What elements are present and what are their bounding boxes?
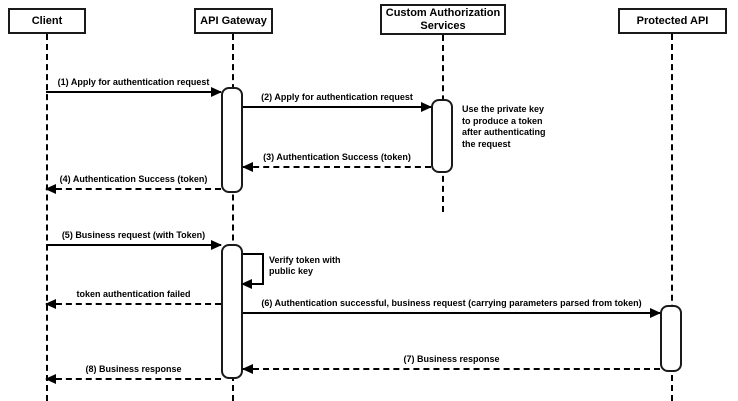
message-6-auth-successful: (6) Authentication successful, business …	[243, 298, 661, 318]
message-3-auth-success: (3) Authentication Success (token)	[242, 152, 431, 172]
lifeline-api-gateway	[232, 34, 234, 401]
lifeline-protected-api	[671, 34, 673, 401]
arrowhead-left-icon	[45, 184, 56, 194]
actor-label-custom-auth: Custom Authorization Services	[385, 6, 501, 32]
message-6-line	[243, 312, 660, 314]
self-message-verify-token-loop	[241, 253, 264, 289]
actor-label-protected-api: Protected API	[636, 14, 709, 27]
message-4-line	[46, 188, 221, 190]
arrowhead-right-icon	[421, 102, 432, 112]
message-7-label: (7) Business response	[403, 354, 500, 364]
message-5-label: (5) Business request (with Token)	[61, 230, 206, 240]
actor-box-api-gateway: API Gateway	[194, 8, 273, 34]
message-2-label: (2) Apply for authentication request	[261, 92, 413, 102]
actor-label-client: Client	[31, 14, 63, 27]
message-2-apply-auth: (2) Apply for authentication request	[243, 92, 432, 112]
arrowhead-left-icon	[241, 279, 252, 289]
actor-label-api-gateway: API Gateway	[200, 14, 267, 27]
message-token-auth-failed: token authentication failed	[45, 289, 221, 309]
message-token-auth-failed-line	[46, 303, 221, 305]
message-1-label: (1) Apply for authentication request	[57, 77, 210, 87]
message-4-auth-success: (4) Authentication Success (token)	[45, 174, 221, 194]
message-3-line	[243, 166, 431, 168]
actor-box-protected-api: Protected API	[618, 8, 727, 34]
arrowhead-left-icon	[45, 374, 56, 384]
message-7-line	[243, 368, 660, 370]
message-8-label: (8) Business response	[85, 364, 182, 374]
message-8-business-response: (8) Business response	[45, 364, 221, 384]
message-1-apply-auth: (1) Apply for authentication request	[46, 77, 222, 97]
activation-api-gateway-1	[221, 87, 243, 193]
message-5-line	[46, 244, 221, 246]
arrowhead-left-icon	[242, 162, 253, 172]
message-1-line	[46, 91, 221, 93]
activation-custom-auth	[431, 99, 453, 173]
arrowhead-right-icon	[211, 87, 222, 97]
activation-api-gateway-2	[221, 244, 243, 379]
message-3-label: (3) Authentication Success (token)	[263, 152, 411, 162]
message-5-business-request: (5) Business request (with Token)	[46, 230, 222, 250]
arrowhead-right-icon	[650, 308, 661, 318]
message-4-label: (4) Authentication Success (token)	[59, 174, 208, 184]
arrowhead-right-icon	[211, 240, 222, 250]
message-8-line	[46, 378, 221, 380]
actor-box-client: Client	[8, 8, 86, 34]
message-token-auth-failed-label: token authentication failed	[76, 289, 191, 299]
note-private-key: Use the private key to produce a token a…	[462, 104, 546, 150]
activation-protected-api	[660, 305, 682, 372]
self-message-verify-token-label: Verify token with public key	[269, 255, 341, 277]
arrowhead-left-icon	[45, 299, 56, 309]
lifeline-client	[46, 34, 48, 401]
message-2-line	[243, 106, 431, 108]
message-7-business-response: (7) Business response	[242, 354, 660, 374]
actor-box-custom-auth: Custom Authorization Services	[380, 4, 506, 35]
arrowhead-left-icon	[242, 364, 253, 374]
message-6-label: (6) Authentication successful, business …	[261, 298, 642, 308]
